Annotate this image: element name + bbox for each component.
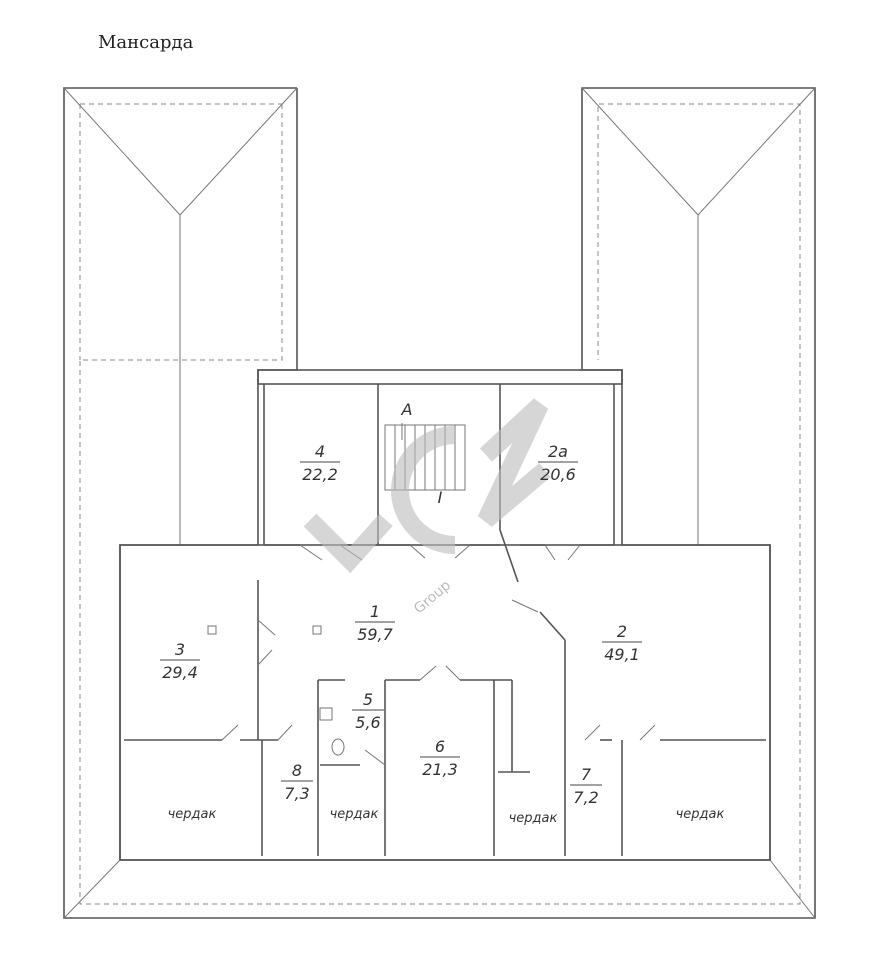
room-1-label: 1 59,7: [355, 602, 395, 644]
room-5-label: 5 5,6: [352, 690, 384, 732]
attic-label: чердак: [168, 807, 217, 822]
attic-label: чердак: [509, 811, 558, 826]
room-7-label: 7 7,2: [570, 765, 602, 807]
building-walls: [119, 369, 771, 861]
room-2a-area: 20,6: [540, 465, 576, 484]
room-2-label: 2 49,1: [602, 622, 642, 664]
room-4-label: 4 22,2: [300, 442, 340, 484]
door-swings: [221, 544, 656, 766]
room-6-area: 21,3: [422, 760, 458, 779]
watermark-sub: Group: [411, 577, 454, 617]
room-3-label: 3 29,4: [160, 640, 200, 682]
room-6-number: 6: [435, 737, 445, 756]
room-2-number: 2: [617, 622, 627, 641]
room-1-number: 1: [370, 602, 380, 621]
room-5-area: 5,6: [355, 713, 380, 732]
room-8-area: 7,3: [284, 784, 309, 803]
watermark: Group: [303, 398, 551, 617]
plan-title: Мансарда: [98, 32, 194, 53]
room-2a-number: 2а: [548, 442, 568, 461]
room-5-number: 5: [363, 690, 373, 709]
attic-label: чердак: [676, 807, 725, 822]
room-2a-label: 2а 20,6: [538, 442, 578, 484]
room-2-area: 49,1: [604, 645, 640, 664]
room-3-number: 3: [175, 640, 185, 659]
room-4-area: 22,2: [302, 465, 338, 484]
room-3-area: 29,4: [162, 663, 198, 682]
room-8-label: 8 7,3: [281, 761, 313, 803]
room-7-area: 7,2: [573, 788, 598, 807]
attic-label: чердак: [330, 807, 379, 822]
stair-number: I: [438, 488, 443, 507]
room-8-number: 8: [292, 761, 302, 780]
bathroom-fixtures: [207, 625, 345, 756]
room-6-label: 6 21,3: [420, 737, 460, 779]
stair-labels: A I: [401, 400, 443, 507]
room-7-number: 7: [581, 765, 592, 784]
room-4-number: 4: [315, 442, 325, 461]
room-1-area: 59,7: [357, 625, 393, 644]
stair-mark: A: [401, 400, 413, 419]
